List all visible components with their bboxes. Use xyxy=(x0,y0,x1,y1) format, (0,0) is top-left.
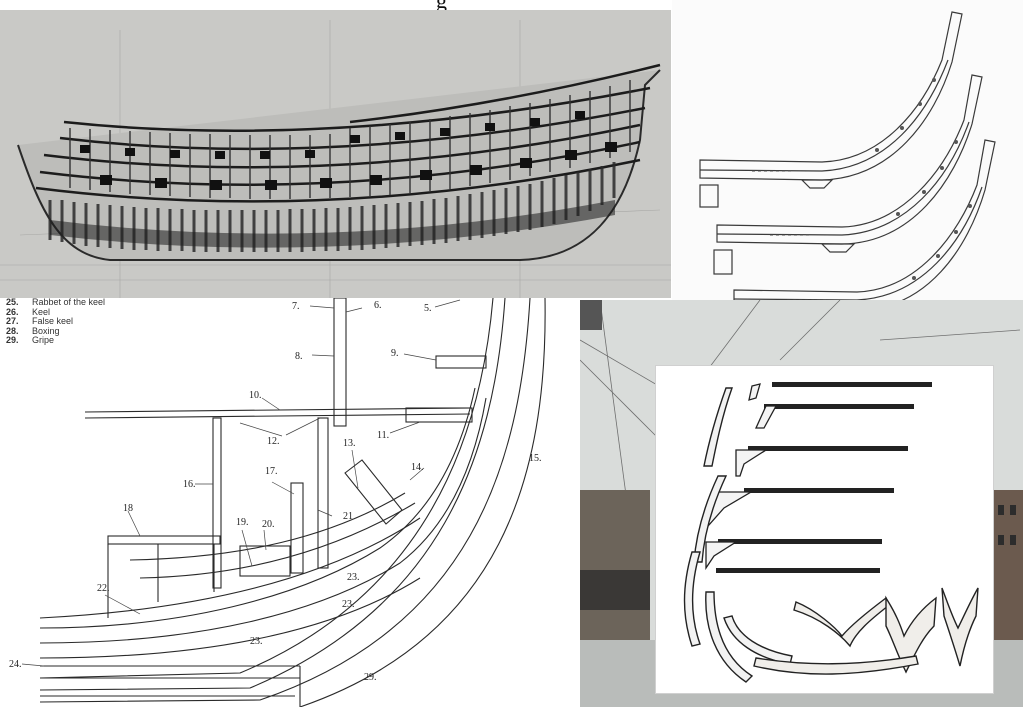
callout-label: 6. xyxy=(374,300,382,311)
timber-parts-drawing xyxy=(655,365,994,694)
callout-label: 21 xyxy=(343,511,353,522)
legend-label: Rabbet of the keel xyxy=(32,298,106,307)
legend-item: 25. Rabbet of the keel xyxy=(6,298,105,308)
callout-label: 17. xyxy=(265,466,278,477)
legend-label: Gripe xyxy=(32,335,55,346)
callout-label: 29. xyxy=(364,672,377,683)
callout-label: 8. xyxy=(295,351,303,362)
bow-construction-svg xyxy=(21,298,546,707)
legend-number: 25. xyxy=(6,298,19,307)
callout-label: 24. xyxy=(9,659,22,670)
callout-label: 11. xyxy=(377,430,390,441)
stem-timbers-svg xyxy=(672,0,1023,340)
ship-profile-svg xyxy=(0,10,671,298)
callout-label: 10. xyxy=(249,390,262,401)
callout-label: 12. xyxy=(267,436,280,447)
callout-label: 18 xyxy=(123,503,133,514)
top-cropped-glyph: g xyxy=(436,0,447,13)
legend-number: 26. xyxy=(6,306,19,317)
stem-timber-drawings xyxy=(672,0,1023,340)
bow-construction-diagram: 25. Rabbet of the keel 26. Keel 27. False k… xyxy=(0,298,582,707)
callout-label: 19. xyxy=(236,517,249,528)
legend-item: 28. Boxing xyxy=(6,325,105,337)
callout-label: 14. xyxy=(411,462,424,473)
callout-label: 5. xyxy=(424,303,432,314)
legend-item: 27. False keel xyxy=(6,316,105,327)
ship-profile-drawing xyxy=(0,10,671,298)
callout-label: 23. xyxy=(342,599,355,610)
callout-label: 23. xyxy=(250,636,263,647)
callout-label: 15. xyxy=(529,453,542,464)
legend-item: 26. Keel xyxy=(6,306,105,318)
callout-label: 9. xyxy=(391,348,399,359)
legend-label: Boxing xyxy=(32,325,60,336)
legend-number: 28. xyxy=(6,325,19,336)
callout-label: 23. xyxy=(347,572,360,583)
legend-number: 29. xyxy=(6,335,19,346)
legend: 25. Rabbet of the keel 26. Keel 27. False k… xyxy=(6,298,105,346)
callout-label: 13. xyxy=(343,438,356,449)
callout-label: 20. xyxy=(262,519,275,530)
callout-label: 16. xyxy=(183,479,196,490)
callout-label: 7. xyxy=(292,301,300,312)
legend-label: Keel xyxy=(32,306,51,317)
timber-parts-svg xyxy=(656,366,993,693)
legend-number: 27. xyxy=(6,316,19,327)
legend-label: False keel xyxy=(32,316,74,327)
callout-label: 22. xyxy=(97,583,110,594)
legend-item: 29. Gripe xyxy=(6,336,105,346)
